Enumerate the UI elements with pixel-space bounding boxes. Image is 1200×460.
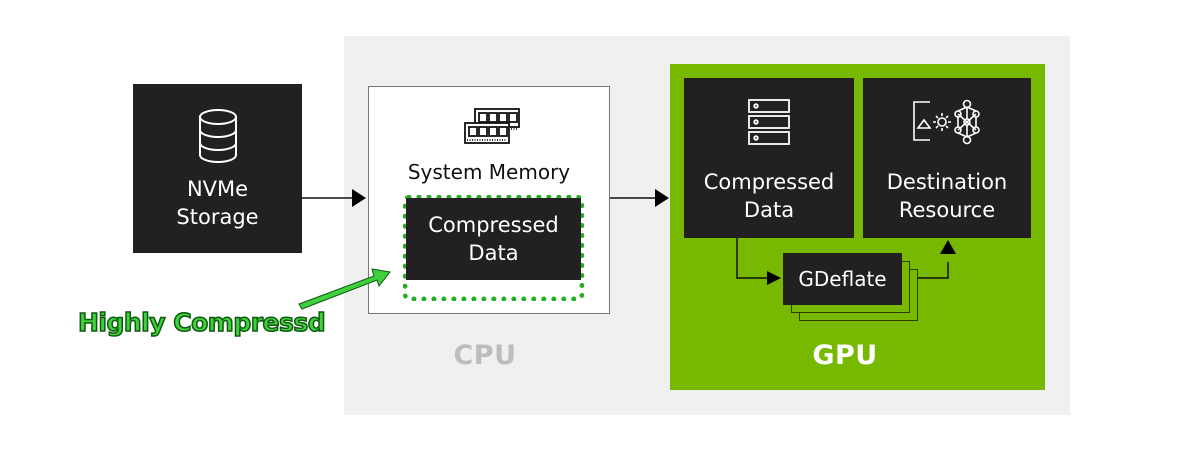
cpu-compressed-data-box: Compressed Data — [406, 198, 581, 280]
arrowhead-icon — [655, 189, 669, 207]
ram-modules-icon — [464, 108, 520, 144]
nvme-label-line1: NVMe — [186, 176, 249, 201]
database-icon — [198, 108, 237, 163]
cpu-compressed-data-line1: Compressed — [428, 213, 559, 237]
destination-resource-box: Destination Resource — [863, 78, 1031, 238]
gdeflate-label: GDeflate — [798, 267, 887, 291]
cpu-compressed-data-line2: Data — [468, 241, 519, 265]
arrowhead-icon — [352, 189, 366, 207]
server-stack-icon — [748, 99, 790, 145]
gdeflate-box: GDeflate — [783, 253, 902, 305]
gpu-label: GPU — [812, 340, 878, 371]
nvme-storage-box: NVMe Storage — [133, 84, 302, 253]
annotation-arrow — [298, 268, 391, 310]
nvme-label-line2: Storage — [176, 204, 259, 229]
cpu-label: CPU — [453, 340, 517, 371]
arrowhead-icon — [940, 240, 956, 254]
arrow-gdeflate-to-destination — [918, 262, 949, 279]
system-memory-title: System Memory — [407, 160, 571, 184]
arrow-compressed-to-gdeflate — [736, 238, 768, 279]
gpu-compressed-data-box: Compressed Data — [684, 78, 854, 238]
gpu-compressed-data-line1: Compressed — [703, 170, 835, 194]
arrowhead-icon — [767, 271, 781, 285]
destination-line1: Destination — [886, 170, 1008, 194]
destination-line2: Resource — [898, 198, 996, 222]
image-gear-network-icon — [913, 99, 980, 145]
highlight-dotted-outline — [403, 195, 584, 301]
annotation-highly-compressed: Highly Compressd — [77, 307, 326, 338]
gpu-compressed-data-line2: Data — [743, 198, 795, 222]
